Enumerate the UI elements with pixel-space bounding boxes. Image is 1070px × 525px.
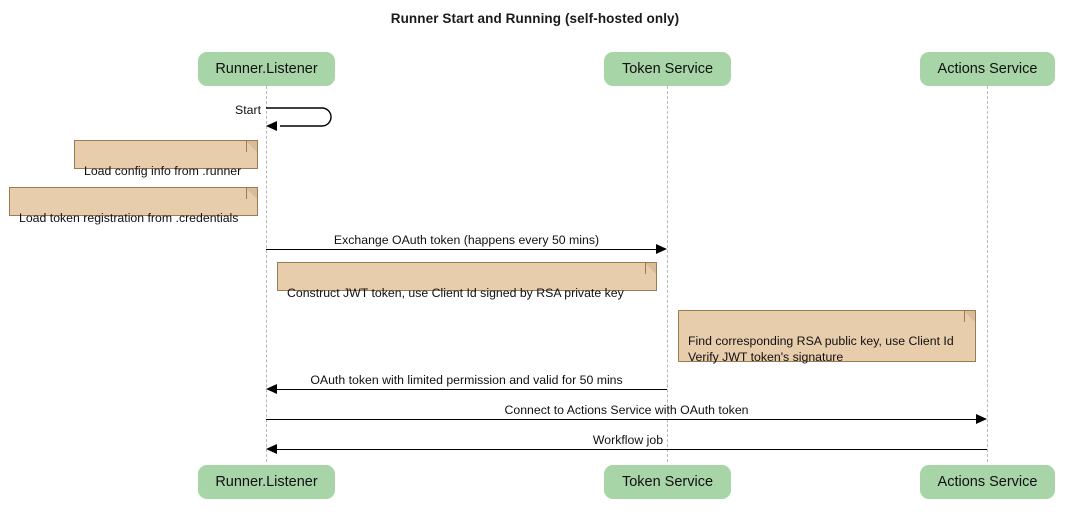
message-oauth-token-response-arrowhead	[266, 383, 277, 394]
message-connect-to-actions-service-arrowhead	[976, 413, 987, 424]
note-fold-edge	[964, 311, 975, 322]
message-start-label: Start	[235, 103, 261, 117]
message-exchange-oauth-token-label: Exchange OAuth token (happens every 50 m…	[333, 233, 600, 247]
participant-label: Token Service	[621, 474, 714, 490]
participant-runner-top[interactable]: Runner.Listener	[198, 52, 335, 86]
note-fold-edge	[246, 141, 257, 152]
participant-label: Actions Service	[937, 61, 1038, 77]
note-construct-jwt: Construct JWT token, use Client Id signe…	[277, 262, 657, 300]
note-verify-jwt: Find corresponding RSA public key, use C…	[678, 310, 976, 364]
participant-token-bottom[interactable]: Token Service	[604, 465, 731, 499]
note-load-token-registration: Load token registration from .credential…	[9, 187, 258, 225]
note-fold-icon	[645, 263, 656, 274]
diagram-title: Runner Start and Running (self-hosted on…	[390, 11, 680, 26]
message-workflow-job-line	[277, 449, 987, 450]
participant-token-top[interactable]: Token Service	[604, 52, 731, 86]
participant-label: Runner.Listener	[215, 61, 318, 77]
note-fold-edge	[645, 263, 656, 274]
message-start-arrowhead	[266, 120, 277, 131]
note-fold-icon	[246, 141, 257, 152]
note-fold-icon	[964, 311, 975, 322]
message-start-loop	[266, 104, 336, 130]
note-fold-edge	[246, 188, 257, 199]
message-workflow-job-arrowhead	[266, 443, 277, 454]
note-load-config: Load config info from .runner	[74, 140, 258, 178]
message-oauth-token-response-label: OAuth token with limited permission and …	[310, 373, 623, 387]
participant-actions-top[interactable]: Actions Service	[920, 52, 1055, 86]
note-text: Load config info from .runner	[84, 164, 242, 178]
lifeline-runner	[266, 86, 267, 462]
lifeline-actions	[987, 86, 988, 462]
participant-actions-bottom[interactable]: Actions Service	[920, 465, 1055, 499]
message-oauth-token-response-line	[277, 389, 667, 390]
participant-label: Actions Service	[937, 474, 1038, 490]
participant-label: Runner.Listener	[215, 474, 318, 490]
message-connect-to-actions-service-label: Connect to Actions Service with OAuth to…	[504, 403, 749, 417]
note-text: Construct JWT token, use Client Id signe…	[287, 286, 624, 300]
self-loop-path	[266, 107, 332, 127]
note-text: Load token registration from .credential…	[19, 211, 239, 225]
participant-label: Token Service	[621, 61, 714, 77]
message-exchange-oauth-token-arrowhead	[656, 243, 667, 254]
participant-runner-bottom[interactable]: Runner.Listener	[198, 465, 335, 499]
message-workflow-job-label: Workflow job	[592, 433, 664, 447]
note-fold-icon	[246, 188, 257, 199]
lifeline-token	[667, 86, 668, 462]
message-connect-to-actions-service-line	[266, 419, 976, 420]
note-text: Find corresponding RSA public key, use C…	[688, 334, 954, 364]
message-exchange-oauth-token-line	[266, 249, 656, 250]
